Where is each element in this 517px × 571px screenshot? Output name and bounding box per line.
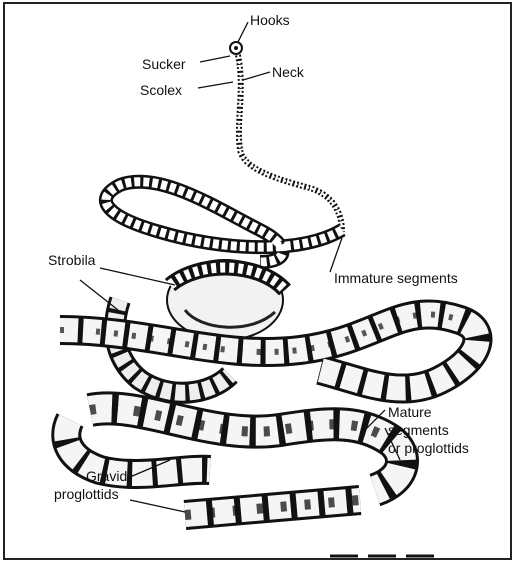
neck-chain	[238, 55, 342, 232]
coiled-strobila-center	[167, 260, 285, 340]
leader-neck	[243, 72, 270, 80]
scolex	[230, 42, 242, 54]
label-hooks: Hooks	[250, 12, 290, 28]
label-strobila: Strobila	[48, 252, 95, 268]
label-gravid-line1: Gravid	[86, 468, 127, 484]
label-mature-line3: or proglottids	[388, 440, 469, 456]
leader-gravid-b	[130, 500, 185, 512]
label-gravid-line2: proglottids	[54, 486, 119, 502]
label-neck: Neck	[272, 64, 304, 80]
leader-strobila-b	[80, 280, 118, 310]
leader-sucker	[200, 56, 230, 62]
leader-scolex	[198, 82, 233, 88]
leader-immature	[330, 238, 342, 272]
label-mature-line1: Mature	[388, 404, 432, 420]
label-sucker: Sucker	[142, 56, 186, 72]
label-immature-segments: Immature segments	[334, 270, 458, 286]
leader-strobila-a	[100, 268, 175, 285]
label-mature-line2: segments	[388, 422, 449, 438]
label-scolex: Scolex	[140, 82, 182, 98]
leader-hooks	[238, 22, 248, 42]
immature-segments-loop	[106, 182, 342, 262]
